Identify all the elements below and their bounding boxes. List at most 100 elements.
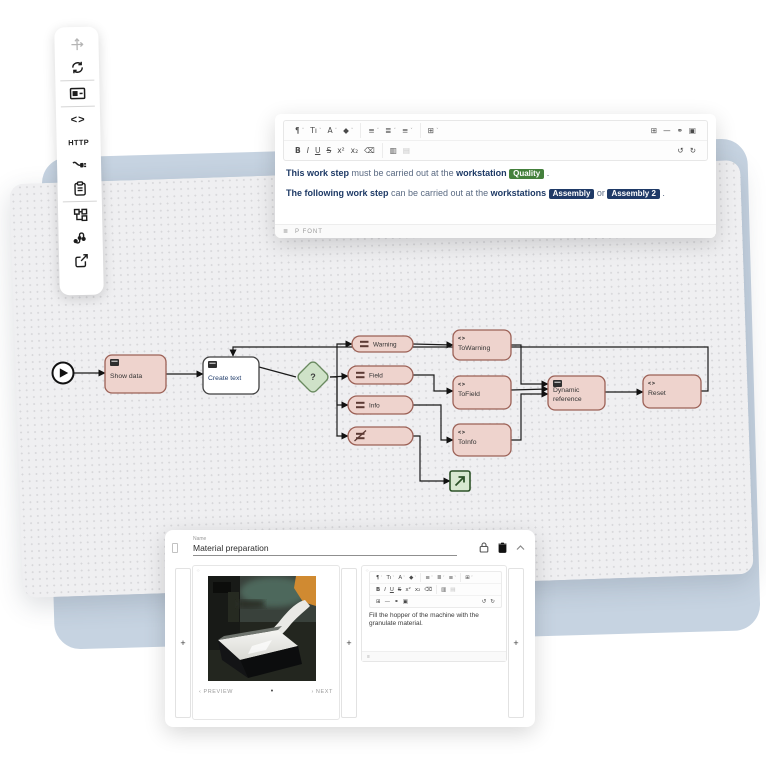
mini-status-bar: ≡ bbox=[362, 651, 506, 661]
external-link-icon[interactable] bbox=[59, 249, 103, 273]
start-event-node[interactable] bbox=[51, 361, 75, 385]
insert-block-left-button[interactable]: ▥ bbox=[387, 143, 400, 158]
insert-block-right-button[interactable]: ▤ bbox=[450, 586, 456, 593]
workstep-header: Name Material preparation bbox=[165, 530, 535, 562]
workstep-body: + ⁘ bbox=[165, 562, 535, 727]
sync-icon[interactable] bbox=[55, 56, 99, 80]
image-button[interactable]: ▣ bbox=[402, 598, 408, 605]
alignment-button[interactable]: ≡˅ bbox=[399, 123, 416, 138]
block-drag-icon[interactable]: ⁘ bbox=[365, 568, 370, 574]
font-color-button[interactable]: A˅ bbox=[324, 123, 340, 138]
window-layout-icon[interactable] bbox=[55, 82, 99, 106]
block-drag-icon[interactable]: ⁘ bbox=[196, 568, 201, 574]
clear-format-button[interactable]: ⌫ bbox=[424, 586, 433, 593]
strikethrough-button[interactable]: S bbox=[397, 586, 402, 593]
italic-button[interactable]: I bbox=[304, 143, 312, 158]
link-button[interactable]: ⚭ bbox=[674, 123, 686, 138]
add-column-strip-middle[interactable]: + bbox=[341, 568, 357, 718]
drag-handle-icon[interactable] bbox=[172, 543, 178, 553]
carousel-dot[interactable]: • bbox=[270, 688, 274, 695]
delete-icon[interactable] bbox=[498, 542, 507, 553]
paragraph-style-button[interactable]: ¶˅ bbox=[376, 574, 383, 581]
svg-text:Dynamic: Dynamic bbox=[553, 387, 580, 394]
rte-content[interactable]: This work step must be carried out at th… bbox=[275, 161, 716, 199]
underline-button[interactable]: U bbox=[389, 586, 394, 593]
name-field[interactable]: Name Material preparation bbox=[193, 536, 457, 556]
numbered-list-button[interactable]: ≣˅ bbox=[382, 123, 399, 138]
typography-button[interactable]: Tı˅ bbox=[307, 123, 324, 138]
table-button[interactable]: ⊞˅ bbox=[425, 123, 442, 138]
to-field-node[interactable]: <>ToField bbox=[452, 375, 512, 410]
numbered-list-button[interactable]: ≣˅ bbox=[437, 574, 445, 581]
insert-table-button[interactable]: ⊞ bbox=[376, 598, 381, 605]
cond-field-node[interactable]: Field bbox=[347, 365, 414, 385]
add-column-button[interactable]: + bbox=[180, 638, 186, 648]
alignment-button[interactable]: ≡˅ bbox=[448, 574, 457, 581]
http-tool[interactable]: HTTP bbox=[68, 137, 90, 148]
carousel-next-button[interactable]: ›NEXT bbox=[311, 688, 333, 695]
bullet-list-button[interactable]: ≡˅ bbox=[425, 574, 433, 581]
create-text-node[interactable]: Create text bbox=[202, 356, 260, 395]
add-column-strip-left[interactable]: + bbox=[175, 568, 191, 718]
table-button[interactable]: ⊞˅ bbox=[465, 574, 473, 581]
cond-else-node[interactable] bbox=[347, 426, 414, 446]
route-icon[interactable] bbox=[58, 226, 102, 250]
carousel-prev-button[interactable]: ‹PREVIEW bbox=[199, 688, 234, 695]
link-button[interactable]: ⚭ bbox=[394, 598, 399, 605]
end-link-node[interactable] bbox=[449, 470, 471, 492]
move-tool-icon[interactable] bbox=[54, 33, 98, 57]
italic-button[interactable]: I bbox=[384, 586, 386, 593]
highlight-color-button[interactable]: ◆˅ bbox=[409, 574, 417, 581]
plug-icon[interactable] bbox=[57, 154, 101, 178]
subscript-button[interactable]: x₂ bbox=[414, 586, 421, 593]
underline-button[interactable]: U bbox=[312, 143, 324, 158]
redo-button[interactable]: ↻ bbox=[687, 143, 699, 158]
instruction-text[interactable]: Fill the hopper of the machine with the … bbox=[369, 612, 479, 627]
bold-button[interactable]: B bbox=[376, 586, 381, 593]
clipboard-icon[interactable] bbox=[57, 177, 101, 201]
bullet-list-button[interactable]: ≡˅ bbox=[365, 123, 382, 138]
to-info-node[interactable]: <>ToInfo bbox=[452, 423, 512, 457]
paragraph-style-button[interactable]: ¶˅ bbox=[292, 123, 307, 138]
superscript-button[interactable]: x² bbox=[405, 586, 411, 593]
strikethrough-button[interactable]: S bbox=[323, 143, 334, 158]
clear-format-button[interactable]: ⌫ bbox=[361, 143, 378, 158]
horizontal-rule-button[interactable]: — bbox=[384, 598, 391, 605]
image-button[interactable]: ▣ bbox=[686, 123, 699, 138]
font-color-button[interactable]: A˅ bbox=[398, 574, 406, 581]
add-column-button[interactable]: + bbox=[346, 638, 352, 648]
toolbar-group: ¶˅Tı˅A˅◆˅ bbox=[372, 573, 420, 582]
insert-table-button[interactable]: ⊞ bbox=[648, 123, 660, 138]
to-warning-node[interactable]: <>ToWarning bbox=[452, 329, 512, 361]
add-column-button[interactable]: + bbox=[513, 638, 519, 648]
svg-text:<>: <> bbox=[458, 382, 465, 388]
add-column-strip-right[interactable]: + bbox=[508, 568, 524, 718]
show-data-node[interactable]: Show data bbox=[104, 354, 167, 394]
code-icon[interactable]: <> bbox=[70, 113, 86, 126]
cond-info-node[interactable]: Info bbox=[347, 395, 414, 415]
image-carousel-nav: ‹PREVIEW • ›NEXT bbox=[199, 688, 333, 695]
sitemap-icon[interactable] bbox=[58, 203, 102, 227]
horizontal-rule-button[interactable]: — bbox=[660, 123, 674, 138]
highlight-color-button[interactable]: ◆˅ bbox=[340, 123, 356, 138]
insert-block-left-button[interactable]: ▥ bbox=[441, 586, 447, 593]
gateway-node[interactable]: ? bbox=[296, 360, 330, 394]
image-block[interactable]: ⁘ bbox=[192, 565, 340, 720]
cond-warning-node[interactable]: Warning bbox=[351, 335, 414, 353]
undo-button[interactable]: ↺ bbox=[481, 598, 487, 605]
reset-node[interactable]: <>Reset bbox=[642, 374, 702, 409]
insert-block-right-button[interactable]: ▤ bbox=[400, 143, 413, 158]
collapse-chevron-icon[interactable] bbox=[516, 544, 525, 551]
typography-button[interactable]: Tı˅ bbox=[386, 574, 395, 581]
undo-button[interactable]: ↺ bbox=[674, 143, 686, 158]
redo-button[interactable]: ↻ bbox=[490, 598, 495, 605]
lock-icon[interactable] bbox=[479, 542, 489, 553]
svg-text:Field: Field bbox=[369, 372, 383, 379]
bold-button[interactable]: B bbox=[292, 143, 304, 158]
subscript-button[interactable]: x₂ bbox=[348, 143, 361, 158]
superscript-button[interactable]: x² bbox=[334, 143, 347, 158]
